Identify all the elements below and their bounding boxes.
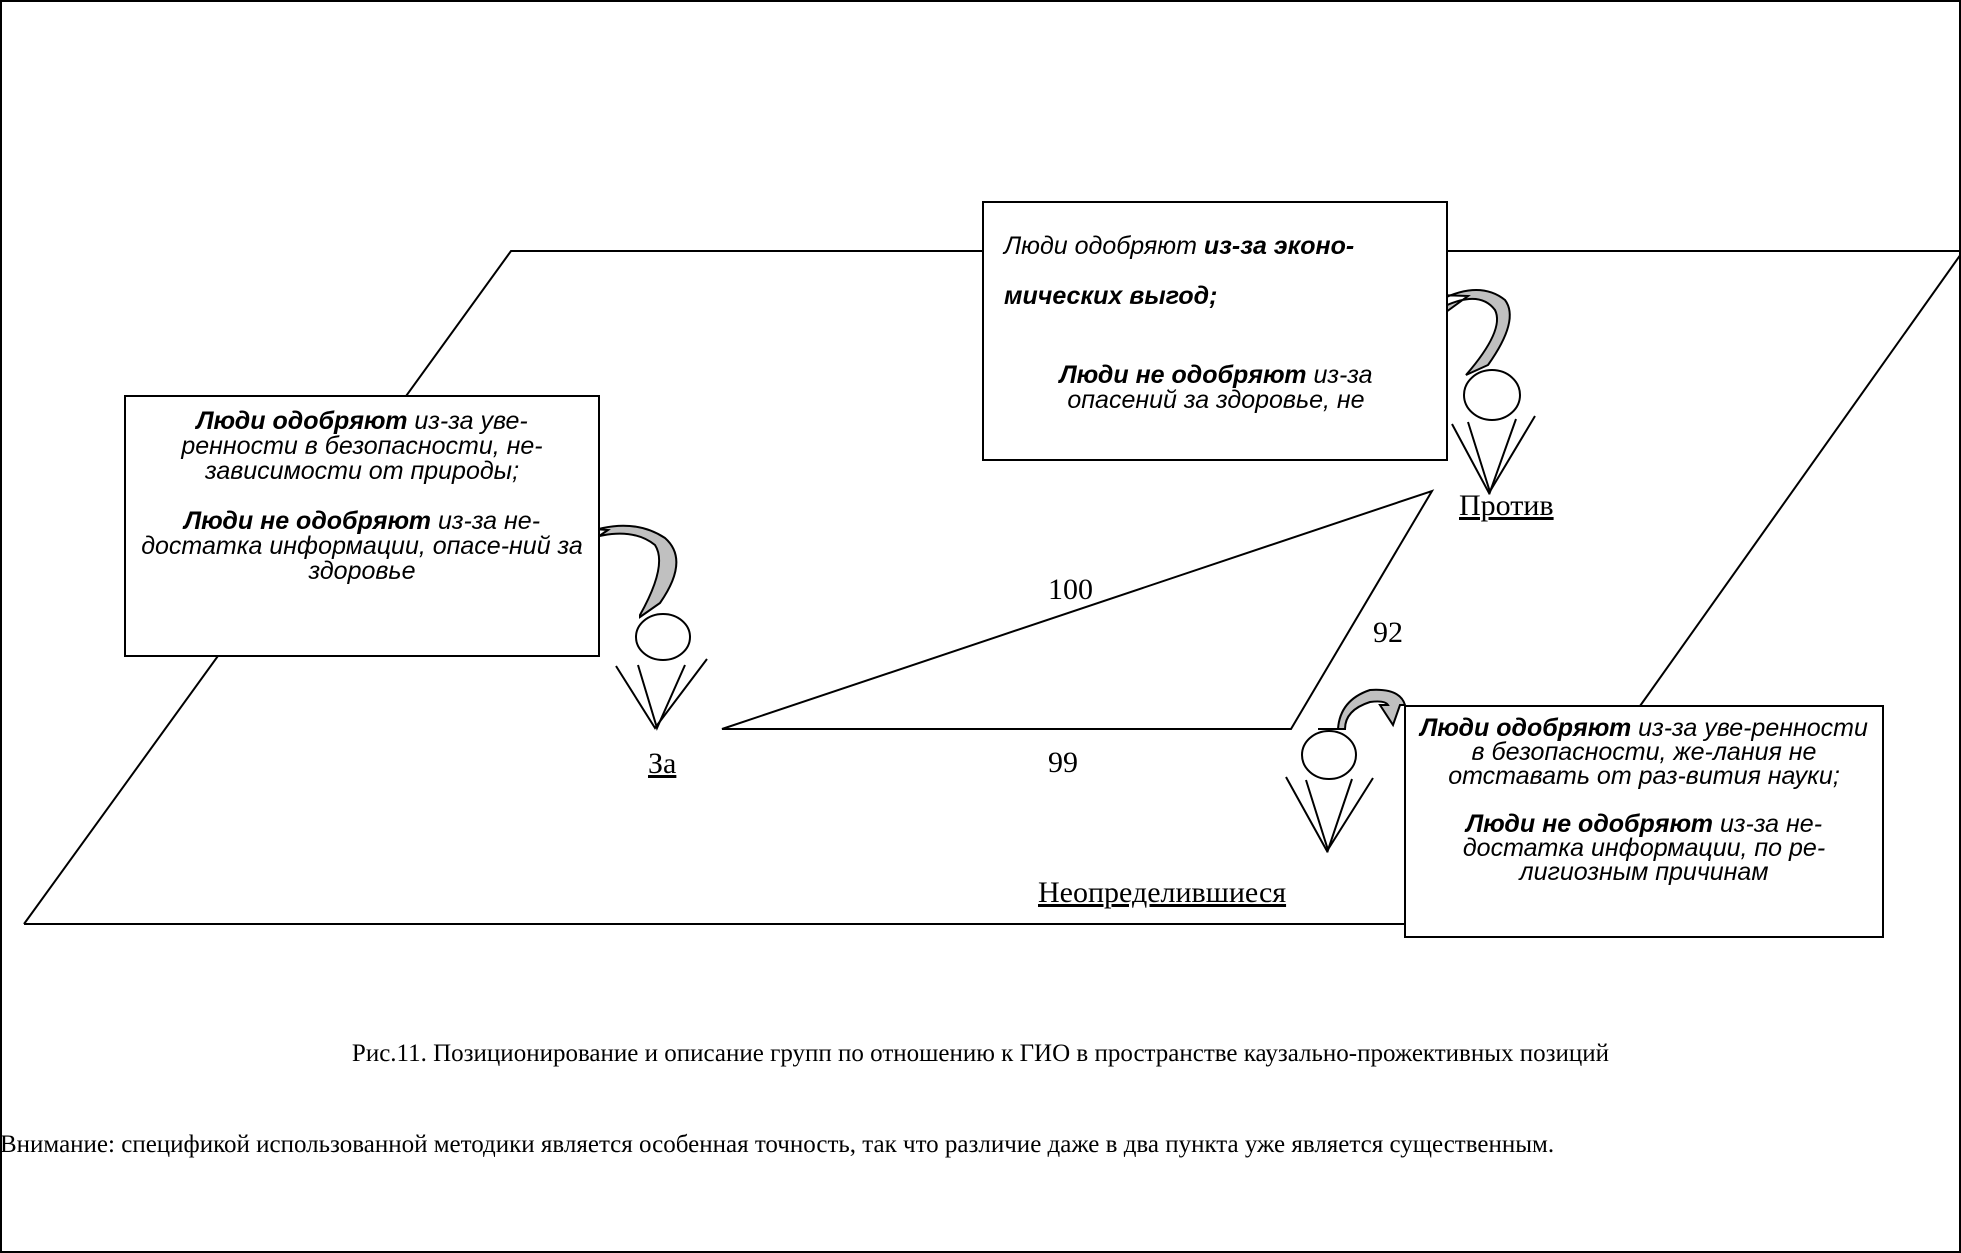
approve-lead: Люди одобряют: [1420, 714, 1632, 742]
disapprove-lead: Люди не одобряют: [1465, 810, 1714, 838]
group-label-neopredelivshiesya: Неопределившиеся: [1038, 876, 1287, 909]
group-label-za: За: [648, 747, 677, 780]
approve-bold: из-за эконо-мических выгод;: [1004, 232, 1355, 310]
disapprove-lead: Люди не одобряют: [1059, 361, 1307, 389]
approve-text: из-за уве-ренности в безопасности, же-ла…: [1448, 714, 1868, 790]
person-icon-protiv: [1451, 369, 1536, 496]
distance-label-za-protiv: 100: [1048, 573, 1093, 606]
curved-arrow-icon-neopredelivshiesya: [1318, 688, 1407, 730]
figure-caption: Рис.11. Позиционирование и описание груп…: [351, 1040, 1610, 1067]
methodology-note: Внимание: спецификой использованной мето…: [0, 1131, 1555, 1158]
disapprove-text: из-за опасений за здоровье, не: [1067, 361, 1373, 414]
curved-arrow-icon-protiv: [1439, 289, 1511, 376]
plane-top-edge: [23, 250, 1961, 925]
distance-triangle: [721, 489, 1435, 730]
person-icon-neopredelivshiesya: [1285, 730, 1374, 854]
description-box-protiv: Люди одобряют из-за эконо-мических выгод…: [982, 201, 1448, 461]
approve-text: из-за уве-ренности в безопасности, не-за…: [181, 407, 543, 485]
disapprove-text: из-за не-достатка информации, по ре-лиги…: [1462, 810, 1826, 886]
plane-right-edge: [1639, 253, 1961, 707]
distance-label-protiv-neopredelivshiesya: 92: [1373, 616, 1403, 649]
description-box-za: Люди одобряют из-за уве-ренности в безоп…: [124, 395, 600, 657]
disapprove-lead: Люди не одобряют: [183, 507, 432, 535]
group-label-protiv: Против: [1459, 489, 1554, 522]
approve-lead: Люди одобряют: [196, 407, 408, 435]
disapprove-text: из-за не-достатка информации, опасе-ний …: [141, 507, 583, 585]
description-box-neopredelivshiesya: Люди одобряют из-за уве-ренности в безоп…: [1404, 705, 1884, 938]
person-icon-za: [615, 613, 708, 731]
distance-label-za-neopredelivshiesya: 99: [1048, 746, 1078, 779]
approve-lead: Люди одобряют: [1004, 232, 1204, 260]
